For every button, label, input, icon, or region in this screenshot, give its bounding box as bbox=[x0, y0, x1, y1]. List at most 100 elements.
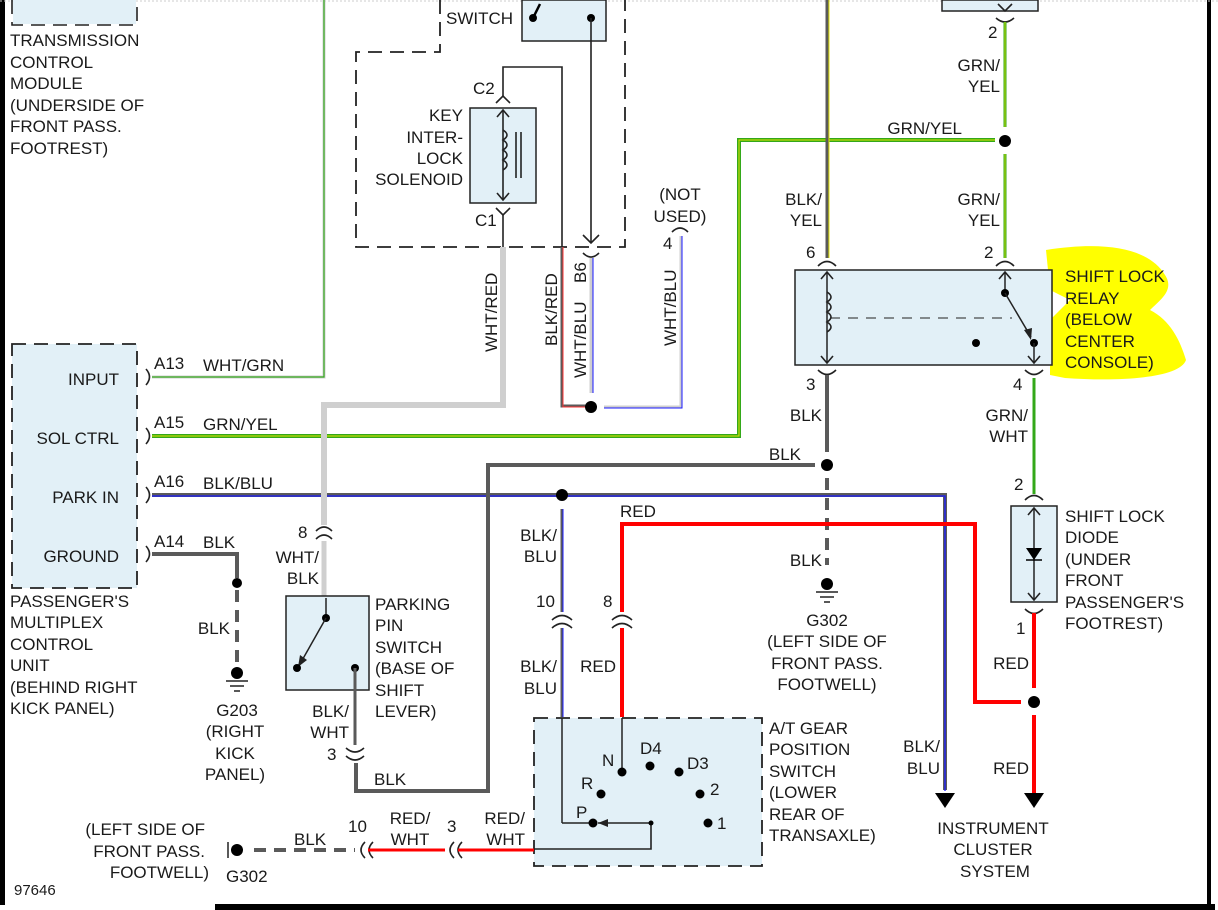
pmcu-line-5: KICK PANEL) bbox=[10, 699, 115, 718]
gear-line-3: (LOWER bbox=[769, 783, 837, 802]
wire-wht-grn bbox=[152, 0, 326, 379]
pps-line-2: SWITCH bbox=[375, 638, 442, 657]
pps-line-4: SHIFT bbox=[375, 681, 424, 700]
g203-line-3: PANEL) bbox=[205, 765, 265, 784]
g302-bottom-name: G302 bbox=[226, 867, 268, 886]
label-blk-yel-0: BLK/ bbox=[785, 190, 822, 209]
cluster-line-0: INSTRUMENT bbox=[937, 819, 1048, 838]
tcm-module: TRANSMISSION CONTROL MODULE (UNDERSIDE O… bbox=[10, 0, 144, 158]
label-grn-yel-b-1: YEL bbox=[968, 211, 1000, 230]
relay-line-2: (BELOW bbox=[1065, 310, 1132, 329]
label-blk-red: BLK/RED bbox=[542, 273, 561, 346]
parking-pin-switch: PARKING PIN SWITCH (BASE OF SHIFT LEVER)… bbox=[285, 523, 454, 764]
not-used-pin: 4 bbox=[663, 234, 672, 253]
pmcu-pin-label-input: INPUT bbox=[68, 370, 119, 389]
pmcu-pin-a15: A15 bbox=[154, 413, 184, 432]
arrow-down-icon bbox=[935, 793, 955, 808]
diode-icon bbox=[1026, 548, 1042, 560]
relay-line-1: RELAY bbox=[1065, 289, 1120, 308]
diode-line-4: PASSENGER'S bbox=[1065, 593, 1184, 612]
pmcu-pin-a14: A14 bbox=[154, 532, 184, 551]
instrument-cluster-label: INSTRUMENT CLUSTER SYSTEM bbox=[937, 819, 1048, 881]
label-grn-wht-0: GRN/ bbox=[986, 406, 1029, 425]
label-red-horizontal: RED bbox=[620, 502, 656, 521]
label-wht-blu-4: WHT/BLU bbox=[661, 270, 680, 347]
solenoid-line-2: LOCK bbox=[417, 149, 464, 168]
wire-blk-red bbox=[560, 247, 586, 408]
diode-line-0: SHIFT LOCK bbox=[1065, 507, 1165, 526]
label-red-lower: RED bbox=[580, 657, 616, 676]
pmcu-pin-label-ground: GROUND bbox=[43, 547, 119, 566]
label-grn-yel-a-0: GRN/ bbox=[958, 56, 1001, 75]
bottom-frame-border bbox=[215, 904, 1215, 910]
label-blk-blu-upper-1: BLU bbox=[524, 547, 557, 566]
diode-pin-1: 1 bbox=[1016, 619, 1025, 638]
label-red-wht-b-1: WHT bbox=[486, 830, 525, 849]
label-blk-wht-1: WHT bbox=[310, 723, 349, 742]
gear-pin-8: 8 bbox=[603, 592, 612, 611]
relay-pin-6: 6 bbox=[806, 243, 815, 262]
pmcu-pin-a13: A13 bbox=[154, 354, 184, 373]
relay-pin-4: 4 bbox=[1013, 375, 1022, 394]
label-blk-blu-upper-0: BLK/ bbox=[520, 526, 557, 545]
gear-pos-d3: D3 bbox=[687, 754, 709, 773]
bottom-ground-chain: (LEFT SIDE OF FRONT PASS. FOOTWELL) G302 bbox=[85, 820, 534, 886]
label-blk-g302-bottom: BLK bbox=[294, 830, 327, 849]
relay-pin-3: 3 bbox=[806, 375, 815, 394]
diode-line-5: FOOTREST) bbox=[1065, 614, 1163, 633]
solenoid-line-1: INTER- bbox=[406, 128, 463, 147]
label-blk-blu-cluster-0: BLK/ bbox=[903, 737, 940, 756]
wire-blk-ground bbox=[152, 552, 239, 578]
gear-pos-2: 2 bbox=[710, 780, 719, 799]
pmcu-pin-a16: A16 bbox=[154, 472, 184, 491]
shift-lock-diode: SHIFT LOCK DIODE (UNDER FRONT PASSENGER'… bbox=[1010, 475, 1184, 638]
left-frame-border bbox=[0, 0, 5, 905]
not-used-terminal: (NOT USED) 4 bbox=[654, 185, 707, 253]
pps-line-5: LEVER) bbox=[375, 702, 436, 721]
right-frame-border bbox=[1207, 0, 1211, 905]
not-used-line-1: USED) bbox=[654, 207, 707, 226]
wire-wht-blu-4 bbox=[604, 236, 683, 409]
diode-line-2: (UNDER bbox=[1065, 550, 1131, 569]
g302-right-line-0: G302 bbox=[806, 611, 848, 630]
tcm-line-1: CONTROL bbox=[10, 53, 93, 72]
solenoid-pin-c2: C2 bbox=[473, 79, 495, 98]
label-diode-red-b: RED bbox=[993, 759, 1029, 778]
label-wht-blu-b6: WHT/BLU bbox=[571, 302, 590, 379]
relay-coil-icon bbox=[825, 291, 832, 333]
label-connector-10: 10 bbox=[348, 817, 367, 836]
relay-line-0: SHIFT LOCK bbox=[1065, 267, 1165, 286]
g203-line-2: KICK bbox=[215, 744, 255, 763]
cluster-line-1: CLUSTER bbox=[953, 840, 1032, 859]
diode-line-3: FRONT bbox=[1065, 571, 1124, 590]
pps-pin-3: 3 bbox=[327, 745, 336, 764]
label-blk-g203: BLK bbox=[198, 619, 231, 638]
pmcu-line-4: (BEHIND RIGHT bbox=[10, 678, 138, 697]
wire-red-horizontal bbox=[620, 522, 1021, 704]
label-red-wht-b-0: RED/ bbox=[484, 809, 525, 828]
pmcu-line-1: MULTIPLEX bbox=[10, 613, 103, 632]
tcm-line-0: TRANSMISSION bbox=[10, 31, 139, 50]
relay-highlight bbox=[1046, 246, 1186, 380]
gear-pos-p: P bbox=[576, 803, 587, 822]
pmcu-wire-a15: GRN/YEL bbox=[203, 415, 278, 434]
label-blk-blu-lower-0: BLK/ bbox=[520, 657, 557, 676]
g302-right-line-1: (LEFT SIDE OF bbox=[767, 632, 887, 651]
label-red-wht-a-1: WHT bbox=[391, 830, 430, 849]
label-red-wht-a-0: RED/ bbox=[390, 809, 431, 828]
g302-right-line-2: FRONT PASS. bbox=[771, 654, 883, 673]
pps-line-3: (BASE OF bbox=[375, 659, 454, 678]
gear-pos-1: 1 bbox=[717, 814, 726, 833]
arrow-down-icon bbox=[1024, 793, 1044, 808]
g203-ground-icon bbox=[231, 667, 243, 679]
solenoid-pin-c1: C1 bbox=[475, 211, 497, 230]
pmcu-pin-label-parkin: PARK IN bbox=[52, 488, 119, 507]
tcm-line-3: (UNDERSIDE OF bbox=[10, 96, 144, 115]
label-grn-yel-horizontal: GRN/YEL bbox=[887, 119, 962, 138]
tcm-line-2: MODULE bbox=[10, 74, 83, 93]
label-blk-bottom: BLK bbox=[374, 770, 407, 789]
cluster-line-2: SYSTEM bbox=[960, 862, 1030, 881]
gear-pos-r: R bbox=[581, 774, 593, 793]
gear-line-2: SWITCH bbox=[769, 762, 836, 781]
